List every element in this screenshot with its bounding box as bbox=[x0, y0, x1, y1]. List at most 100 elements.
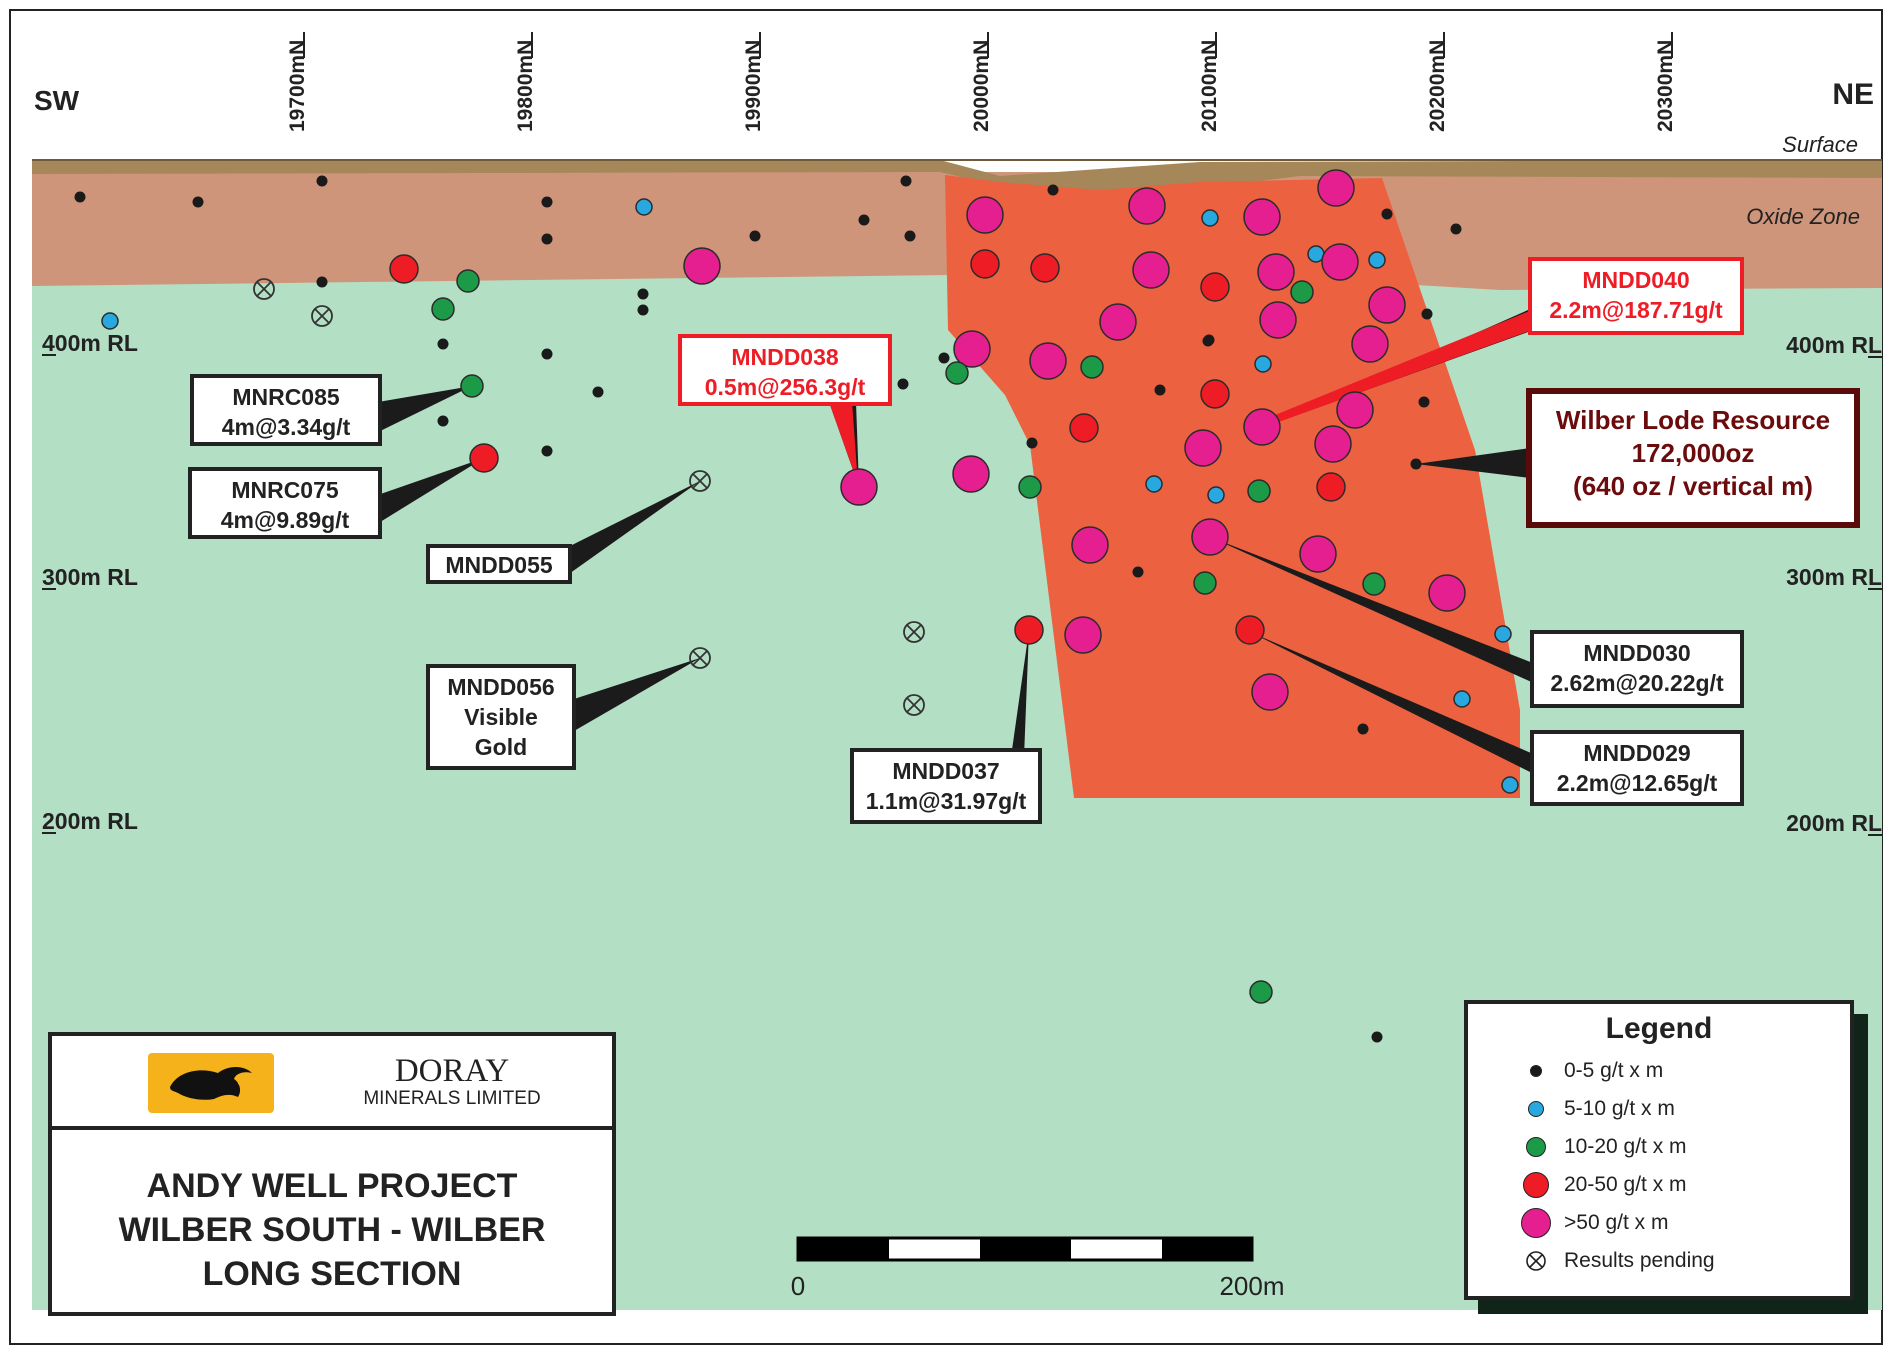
drill-intercept bbox=[1428, 574, 1466, 612]
drill-intercept bbox=[541, 348, 553, 360]
callout-mnrc085: MNRC085 4m@3.34g/t bbox=[190, 374, 382, 446]
drill-intercept bbox=[1080, 355, 1104, 379]
drill-intercept bbox=[1453, 690, 1471, 708]
drill-intercept bbox=[1243, 198, 1281, 236]
drill-hole-intercepts bbox=[74, 169, 1519, 1043]
results-pending-icon bbox=[689, 647, 711, 669]
drill-intercept bbox=[1259, 301, 1297, 339]
northing-grid bbox=[303, 32, 1673, 58]
drill-intercept bbox=[840, 468, 878, 506]
drill-intercept bbox=[1132, 251, 1170, 289]
drill-intercept bbox=[1362, 572, 1386, 596]
title-line: LONG SECTION bbox=[202, 1255, 462, 1293]
drill-intercept bbox=[1368, 251, 1386, 269]
drill-intercept bbox=[1207, 486, 1225, 504]
drill-intercept bbox=[389, 254, 419, 284]
drill-intercept bbox=[1132, 566, 1144, 578]
drill-intercept bbox=[1410, 458, 1422, 470]
drill-intercept bbox=[1421, 308, 1433, 320]
title-line: ANDY WELL PROJECT bbox=[146, 1167, 518, 1205]
northing-label: 20100mN bbox=[1198, 40, 1221, 132]
scale-bar bbox=[796, 1236, 1254, 1262]
drill-intercept bbox=[1047, 184, 1059, 196]
drill-intercept bbox=[1314, 425, 1352, 463]
drill-intercept bbox=[74, 191, 86, 203]
rl-label-left-200: 200m RL bbox=[42, 808, 138, 834]
hole-id: MNRC085 bbox=[232, 384, 340, 410]
results-pending-icon bbox=[311, 305, 333, 327]
legend-title: Legend bbox=[1605, 1012, 1713, 1045]
intercept: 2.62m@20.22g/t bbox=[1550, 670, 1724, 696]
drill-intercept bbox=[1257, 253, 1295, 291]
project-title: ANDY WELL PROJECT WILBER SOUTH - WILBER … bbox=[52, 1130, 612, 1296]
intercept: 0.5m@256.3g/t bbox=[704, 374, 866, 400]
drill-intercept bbox=[1368, 286, 1406, 324]
drill-intercept bbox=[635, 198, 653, 216]
drill-intercept bbox=[970, 249, 1000, 279]
company-name: DORAY bbox=[394, 1053, 510, 1089]
northing-label: 19800mN bbox=[514, 40, 537, 132]
drill-intercept bbox=[1202, 335, 1214, 347]
legend-item-pending: Results pending bbox=[1518, 1246, 1715, 1276]
drill-intercept bbox=[1249, 980, 1273, 1004]
rl-labels: 400m RL 300m RL 200m RL 400m RL 300m RL … bbox=[42, 330, 1882, 836]
drill-intercept bbox=[101, 312, 119, 330]
hole-id: MNDD037 bbox=[892, 758, 1000, 784]
drill-intercept bbox=[592, 386, 604, 398]
drill-intercept bbox=[1030, 253, 1060, 283]
note: Visible bbox=[464, 704, 538, 730]
drill-intercept bbox=[953, 330, 991, 368]
northing-labels: 19700mN 19800mN 19900mN 20000mN 20100mN … bbox=[286, 40, 1677, 132]
drill-intercept bbox=[316, 276, 328, 288]
drill-intercept bbox=[1026, 437, 1038, 449]
drill-intercept bbox=[460, 374, 484, 398]
intercept: 2.2m@12.65g/t bbox=[1556, 770, 1718, 796]
drill-intercept bbox=[1018, 475, 1042, 499]
drill-intercept bbox=[1099, 303, 1137, 341]
callout-wilber-lode-resource: Wilber Lode Resource 172,000oz (640 oz /… bbox=[1526, 388, 1860, 528]
drill-intercept bbox=[1201, 209, 1219, 227]
pending-cross-circle-icon bbox=[1518, 1250, 1554, 1272]
drill-intercept bbox=[897, 378, 909, 390]
drill-intercept bbox=[456, 269, 480, 293]
callout-mndd037: MNDD037 1.1m@31.97g/t bbox=[850, 748, 1042, 824]
drill-intercept bbox=[1381, 208, 1393, 220]
surface-label: Surface bbox=[1782, 132, 1858, 157]
drill-intercept bbox=[1351, 325, 1389, 363]
hole-id: MNDD056 bbox=[447, 674, 555, 700]
hole-id: MNDD040 bbox=[1582, 267, 1690, 293]
surface-band bbox=[32, 160, 1882, 190]
intercept: 4m@3.34g/t bbox=[221, 414, 351, 440]
drill-intercept bbox=[1299, 535, 1337, 573]
drill-intercept bbox=[1450, 223, 1462, 235]
drill-intercept bbox=[1154, 384, 1166, 396]
legend-label: Results pending bbox=[1564, 1249, 1715, 1272]
drill-intercept bbox=[945, 361, 969, 385]
results-pending-icon bbox=[903, 694, 925, 716]
rl-underlines bbox=[42, 354, 1882, 836]
drill-intercept bbox=[541, 233, 553, 245]
callout-mnrc075: MNRC075 4m@9.89g/t bbox=[188, 467, 382, 539]
intercept: 2.2m@187.71g/t bbox=[1549, 297, 1723, 323]
drill-intercept bbox=[1321, 243, 1359, 281]
oxide-zone-label: Oxide Zone bbox=[1746, 204, 1860, 229]
legend-item-10-20: 10-20 g/t x m bbox=[1518, 1132, 1687, 1162]
drill-intercept bbox=[1071, 526, 1109, 564]
northing-label: 20300mN bbox=[1654, 40, 1677, 132]
drill-intercept bbox=[316, 175, 328, 187]
drill-intercept bbox=[1014, 615, 1044, 645]
drill-intercept bbox=[1371, 1031, 1383, 1043]
title-block: DORAY MINERALS LIMITED ANDY WELL PROJECT… bbox=[48, 1032, 616, 1316]
drill-intercept bbox=[1145, 475, 1163, 493]
legend-label: >50 g/t x m bbox=[1564, 1211, 1669, 1234]
results-pending-icon bbox=[903, 621, 925, 643]
legend-item-20-50: 20-50 g/t x m bbox=[1518, 1170, 1687, 1200]
mndd040-leader bbox=[1258, 310, 1532, 428]
resource-rate: (640 oz / vertical m) bbox=[1573, 471, 1813, 501]
legend-item-50-plus: >50 g/t x m bbox=[1518, 1208, 1668, 1238]
drill-intercept bbox=[437, 415, 449, 427]
drill-intercept bbox=[1254, 355, 1272, 373]
legend-label: 0-5 g/t x m bbox=[1564, 1059, 1664, 1082]
drill-intercept bbox=[1251, 673, 1289, 711]
company-logo-row: DORAY MINERALS LIMITED bbox=[52, 1036, 612, 1130]
